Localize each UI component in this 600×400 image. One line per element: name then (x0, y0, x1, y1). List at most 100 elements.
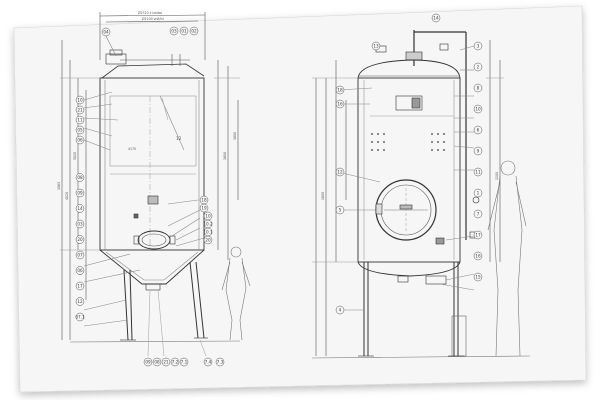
callout-circle (473, 188, 483, 198)
callout-label: 12 (337, 170, 343, 175)
vertical-dim: 1600 (321, 192, 325, 200)
callout-circle (203, 357, 213, 367)
callout-circle (75, 312, 85, 322)
callout-label: 08 (77, 175, 83, 180)
callout-label: 6 (477, 128, 480, 133)
callout-circle (75, 105, 85, 115)
callout-circle (335, 205, 345, 215)
callout-circle (473, 230, 483, 240)
callout-label: 02 (191, 29, 197, 34)
vertical-dim: 1065 (57, 182, 61, 190)
callout-circle (473, 146, 483, 156)
vertical-dim: 1200 (495, 172, 499, 180)
callout-label: 10 (475, 107, 481, 112)
callout-circle (335, 85, 345, 95)
callout-label: 14 (433, 16, 439, 21)
callout-label: 03 (171, 29, 177, 34)
callout-label: 12 (77, 299, 83, 304)
callout-circle (473, 104, 483, 114)
callout-circle (473, 125, 483, 135)
callout-circle (473, 62, 483, 72)
callout-label: 05 (77, 128, 83, 133)
callout-label: 2 (477, 65, 480, 70)
callout-circle (169, 26, 179, 36)
callout-circle (75, 219, 85, 229)
callout-label: 01 (181, 29, 187, 34)
callout-label: 21 (163, 360, 169, 365)
callout-label: 4 (339, 308, 342, 313)
callout-label: 08 (154, 360, 160, 365)
callout-label: 09 (77, 191, 83, 196)
vertical-dim: 1600 (223, 152, 227, 160)
callout-circle (473, 209, 483, 219)
person-silhouette-right (487, 160, 527, 357)
inner-dim-text: 4170 (128, 147, 136, 151)
callout-circle (75, 235, 85, 244)
callout-label: 04 (103, 30, 109, 35)
callout-label: 21 (77, 108, 83, 113)
callout-circle (215, 357, 225, 367)
callout-circle (75, 135, 85, 145)
callout-label: 7.1 (181, 360, 188, 365)
callout-label: 10 (205, 214, 211, 219)
callout-circle (473, 167, 483, 177)
vertical-dim: 4820 (65, 192, 69, 200)
callout-label: 03 (77, 222, 83, 227)
callout-circle (335, 305, 345, 315)
callout-circle (473, 41, 483, 51)
callout-label: 06 (77, 268, 83, 273)
left-top-dims: Ø2310 s izolací Ø2100 vnitřní (138, 10, 164, 21)
callout-circle (143, 357, 153, 367)
vertical-dim: 1600 (233, 132, 237, 140)
callout-label: 09 (145, 360, 151, 365)
callout-label: 10.1 (203, 230, 213, 235)
callout-label: 1 (477, 191, 480, 196)
callout-circle (431, 13, 441, 23)
callout-circle (75, 173, 85, 182)
callout-label: 10 (77, 98, 83, 103)
callout-label: 16 (475, 254, 481, 259)
callout-label: 7.2 (172, 360, 179, 365)
callout-circle (75, 266, 85, 275)
callout-label: 11 (475, 170, 481, 175)
callout-label: 20 (205, 238, 211, 243)
right-tank-drawing (311, 30, 531, 359)
callout-circle (335, 167, 345, 177)
callout-circle (189, 26, 199, 36)
callout-circle (75, 115, 85, 125)
person-silhouette-left (221, 246, 251, 341)
callout-circle (473, 251, 483, 261)
callout-label: 8 (477, 86, 480, 91)
paper-sheet (13, 5, 587, 393)
callout-label: 11 (77, 118, 83, 123)
callout-label: 07.1 (75, 315, 85, 320)
left-tank-drawing (60, 12, 241, 357)
callout-label: 9 (477, 149, 480, 154)
callout-circle (371, 41, 381, 51)
callout-label: 07 (77, 253, 83, 258)
callout-label: 7 (477, 212, 480, 217)
callout-circle (199, 203, 209, 213)
callout-label: 10.2 (203, 222, 213, 227)
callout-label: 16 (337, 102, 343, 107)
callout-label: 19 (201, 206, 207, 211)
callout-circle (161, 357, 171, 367)
callout-circle (75, 250, 85, 260)
dim-inner-diameter: Ø2100 vnitřní (142, 16, 164, 21)
callout-circle (203, 235, 213, 245)
vertical-dim: 5820 (73, 152, 77, 160)
callout-label: 3 (477, 44, 480, 49)
callout-circle (170, 357, 180, 367)
left-callouts-top: 04 03 01 02 (101, 26, 199, 37)
callout-label: 15 (475, 275, 481, 280)
callout-label: 20 (77, 237, 83, 242)
callout-label: 7.3 (217, 360, 224, 365)
callout-circle (473, 272, 483, 282)
callout-label: 17 (475, 233, 481, 238)
callout-circle (75, 188, 85, 198)
